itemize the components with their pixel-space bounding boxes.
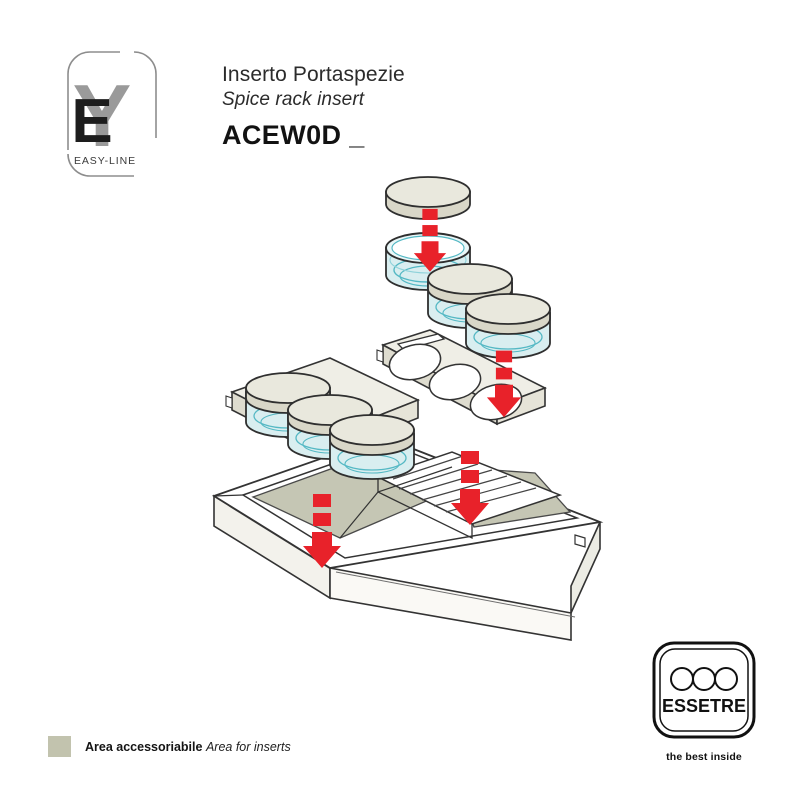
page-header: Y E EASY-LINE Inserto Portaspezie Spice … — [46, 42, 405, 182]
essetre-wordmark: ESSETRE — [662, 696, 746, 716]
jar-stack — [385, 176, 551, 359]
essetre-tagline: the best inside — [666, 751, 742, 763]
essetre-dot-1 — [670, 667, 694, 691]
easy-line-logo-svg: Y E — [67, 51, 157, 177]
logo-letter-y: Y — [73, 66, 132, 165]
drawer-base — [211, 436, 604, 641]
installed-jar-3 — [329, 414, 415, 480]
product-title-it: Inserto Portaspezie — [222, 63, 405, 86]
legend: Area accessoriabile Area for inserts — [48, 736, 291, 757]
essetre-logo-svg: ESSETRE — [652, 641, 756, 739]
legend-text: Area accessoriabile Area for inserts — [85, 740, 291, 754]
drawer-latch-notch — [574, 534, 586, 548]
legend-label-en: Area for inserts — [205, 739, 291, 754]
cutlery-divider-block — [376, 451, 563, 525]
logo-letter-e: E — [71, 87, 112, 156]
legend-swatch — [48, 736, 71, 757]
essetre-dot-3 — [714, 667, 738, 691]
stack-jar-3 — [465, 293, 551, 359]
tray-opening-2 — [428, 363, 482, 401]
tray-opening-1 — [388, 343, 442, 381]
left-jar-tray-assembly — [225, 357, 421, 480]
essetre-frame-inner — [659, 648, 749, 732]
easy-line-logo: Y E EASY-LINE — [46, 42, 164, 182]
header-titles: Inserto Portaspezie Spice rack insert AC… — [222, 42, 405, 151]
product-title-en: Spice rack insert — [222, 89, 365, 111]
legend-label-it: Area accessoriabile — [85, 739, 203, 754]
essetre-badge: ESSETRE the best inside — [650, 640, 758, 763]
easy-line-sublabel: EASY-LINE — [74, 155, 136, 167]
product-code: ACEW0D _ — [222, 119, 365, 150]
essetre-dot-2 — [692, 667, 716, 691]
